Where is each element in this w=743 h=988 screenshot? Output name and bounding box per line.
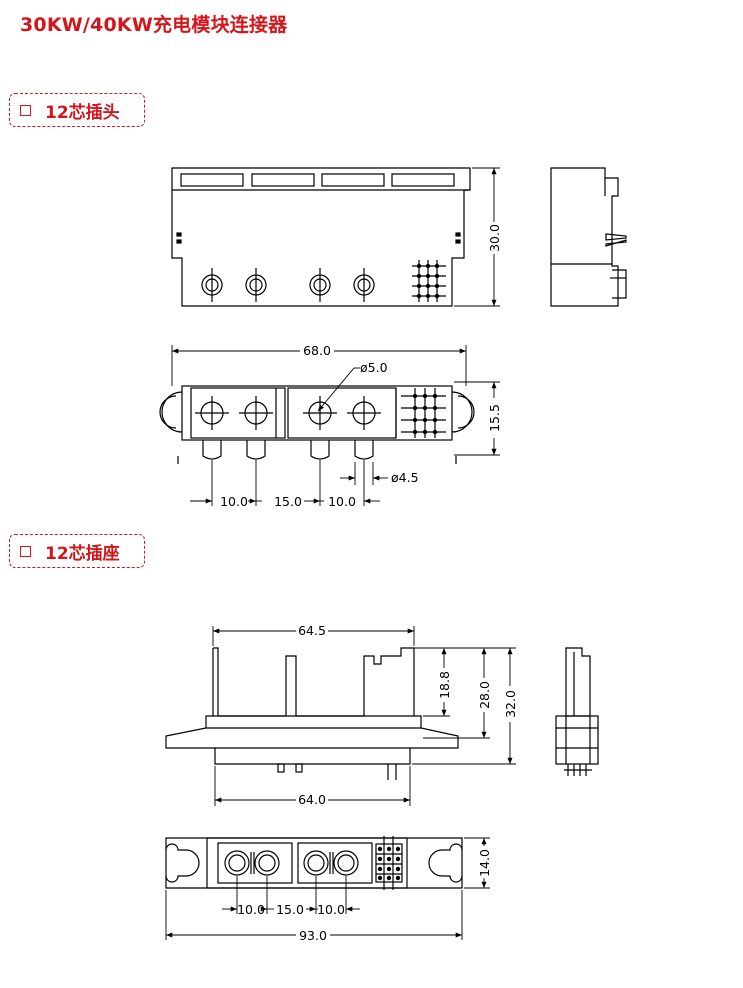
plug-top-signal-grid bbox=[401, 388, 446, 438]
plug-hole-dia-label: ø5.0 bbox=[360, 360, 388, 375]
socket-top-view bbox=[165, 836, 490, 940]
socket-pitch-1-label: 10.0 bbox=[237, 902, 265, 917]
plug-pitch-2-label: 15.0 bbox=[274, 494, 302, 509]
socket-h3-label: 32.0 bbox=[503, 690, 518, 718]
plug-front-pin-2 bbox=[245, 268, 267, 302]
socket-front-view bbox=[165, 626, 516, 806]
plug-side-view bbox=[550, 167, 627, 307]
socket-h1-label: 18.8 bbox=[437, 671, 452, 699]
socket-total-width-label: 93.0 bbox=[299, 928, 327, 943]
plug-depth-label: 15.5 bbox=[487, 404, 502, 432]
socket-h2-label: 28.0 bbox=[477, 681, 492, 709]
section-socket-header: 12芯插座 bbox=[9, 534, 145, 568]
socket-top-width-label: 64.5 bbox=[298, 623, 326, 638]
socket-side-view bbox=[555, 647, 599, 776]
socket-top-signal-grid bbox=[375, 836, 403, 890]
plug-front-pin-1 bbox=[201, 268, 223, 302]
plug-pitch-3-label: 10.0 bbox=[328, 494, 356, 509]
square-icon bbox=[20, 104, 31, 116]
plug-front-pin-3 bbox=[309, 268, 331, 302]
socket-bottom-width-label: 64.0 bbox=[298, 792, 326, 807]
plug-front-pin-4 bbox=[353, 268, 375, 302]
plug-front-signal-grid bbox=[412, 260, 446, 302]
section-plug-header: 12芯插头 bbox=[9, 93, 145, 127]
plug-height-label: 30.0 bbox=[487, 224, 502, 252]
section-plug-label: 12芯插头 bbox=[45, 102, 120, 123]
socket-depth-label: 14.0 bbox=[477, 849, 492, 877]
plug-width-label: 68.0 bbox=[303, 343, 331, 358]
socket-pitch-2-label: 15.0 bbox=[276, 902, 304, 917]
section-socket-label: 12芯插座 bbox=[45, 543, 120, 564]
plug-front-view bbox=[171, 167, 500, 307]
socket-pitch-3-label: 10.0 bbox=[317, 902, 345, 917]
plug-pitch-1-label: 10.0 bbox=[220, 494, 248, 509]
plug-top-view bbox=[159, 345, 500, 506]
page-title: 30KW/40KW充电模块连接器 bbox=[20, 14, 288, 36]
plug-pin-dia-label: ø4.5 bbox=[391, 470, 419, 485]
square-icon bbox=[20, 545, 31, 557]
